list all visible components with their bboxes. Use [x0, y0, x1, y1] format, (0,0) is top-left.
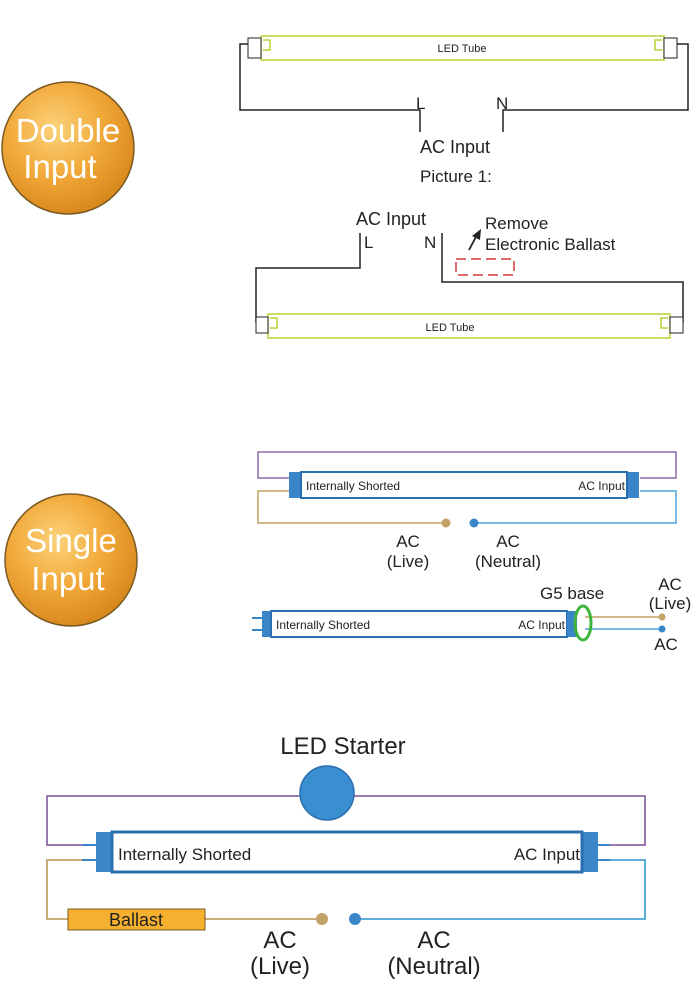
ac-input-end-label-3: AC Input [514, 845, 580, 864]
ac-neutral-terminal-2 [349, 913, 361, 925]
ac-live-label-4: (Live) [649, 594, 692, 613]
badge-double-line1: Double [16, 112, 121, 149]
led-tube-5 [110, 830, 584, 874]
internally-shorted-label: Internally Shorted [306, 479, 400, 493]
g5-base-label: G5 base [540, 584, 604, 603]
ac-input-end-label: AC Input [578, 479, 625, 493]
ballast-label: Ballast [109, 910, 163, 930]
removed-ballast [455, 258, 515, 276]
ac-live-label-2: (Live) [387, 552, 430, 571]
ac-neutral-label-1: AC [496, 532, 520, 551]
internally-shorted-label-3: Internally Shorted [118, 845, 251, 864]
ac-live-label-1: AC [396, 532, 420, 551]
double-input-badge: Double Input [1, 81, 135, 215]
single-input-badge: Single Input [4, 493, 138, 627]
led-tube [260, 35, 665, 61]
remove-label: Remove [485, 214, 548, 233]
neutral-label-2: N [424, 233, 436, 252]
ac-neutral-label-3: AC [417, 927, 450, 954]
ac-neutral-terminal [469, 518, 479, 528]
led-tube-2-label: LED Tube [426, 322, 475, 334]
single-input-diagram-2: Internally Shorted AC Input G5 base AC (… [252, 575, 691, 654]
double-input-picture-1: LED Tube L N AC Input Picture 1: [239, 35, 689, 186]
ac-input-end-label-2: AC Input [518, 618, 565, 632]
single-input-diagram-1: Internally Shorted AC Input AC (Live) AC… [257, 451, 677, 571]
ac-live-label-5: AC [263, 927, 296, 954]
led-tube-label: LED Tube [438, 43, 487, 55]
internally-shorted-label-2: Internally Shorted [276, 618, 370, 632]
ac-live-label-6: (Live) [250, 953, 310, 980]
ac-neutral-label-2: (Neutral) [475, 552, 541, 571]
live-label-2: L [364, 233, 373, 252]
arrow-icon [472, 229, 481, 240]
ac-live-terminal-2 [316, 913, 328, 925]
badge-single-line2: Input [31, 560, 104, 597]
electronic-ballast-label: Electronic Ballast [485, 235, 616, 254]
ac-neutral-label-4: (Neutral) [387, 953, 480, 980]
led-starter [299, 765, 355, 821]
neutral-label: N [496, 94, 508, 113]
ac-live-terminal [441, 518, 451, 528]
double-input-picture-2: AC Input L N Remove Electronic Ballast L… [255, 209, 684, 339]
picture-caption: Picture 1: [420, 167, 492, 186]
badge-double-line2: Input [23, 148, 96, 185]
led-starter-title: LED Starter [280, 733, 405, 760]
ac-input-label: AC Input [420, 137, 490, 157]
ac-input-label-2: AC Input [356, 209, 426, 229]
led-starter-diagram: LED Starter Ballast Internally Shorted A… [46, 733, 646, 980]
badge-single-line1: Single [25, 522, 117, 559]
ballast [67, 908, 206, 931]
g5-base-ring [573, 604, 593, 642]
ac-label: AC [654, 635, 678, 654]
led-tube-3 [300, 471, 628, 499]
live-label: L [416, 94, 425, 113]
ac-live-label-3: AC [658, 575, 682, 594]
